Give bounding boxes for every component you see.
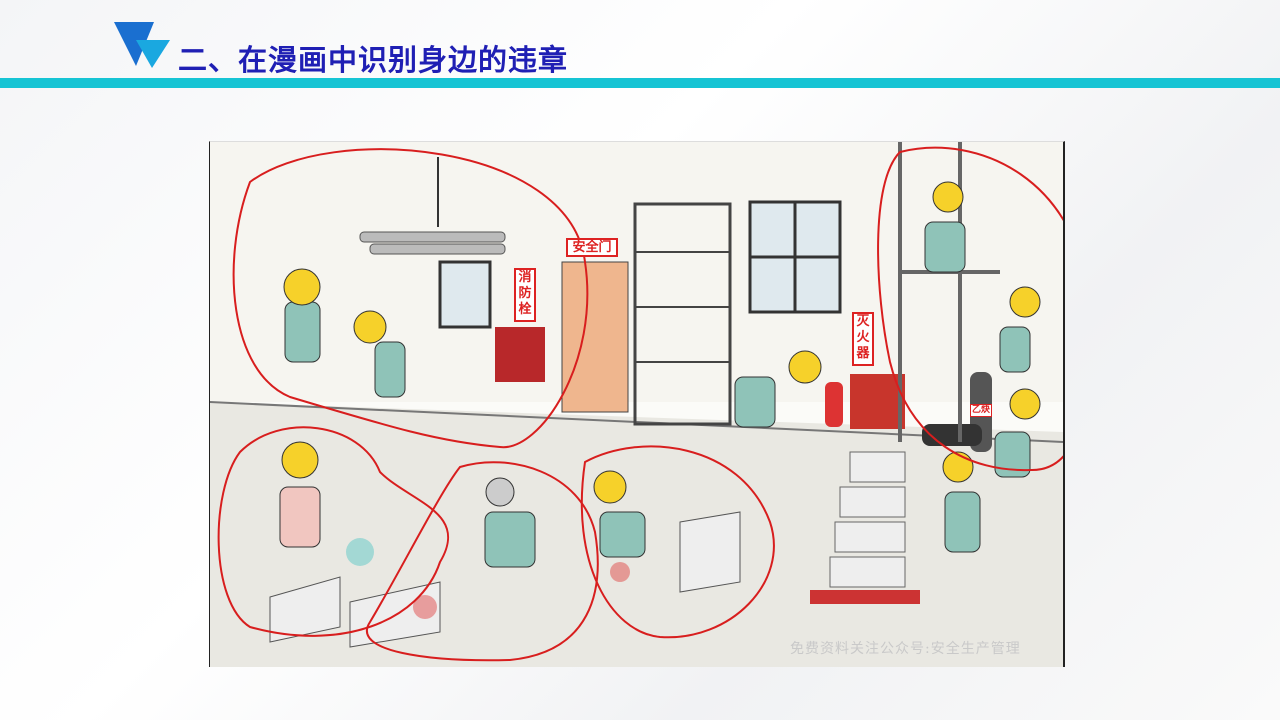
- slide-title: 二、在漫画中识别身边的违章: [178, 43, 569, 77]
- title-divider: [0, 78, 1280, 88]
- extinguisher-sign: 灭火器: [852, 312, 874, 366]
- safety-door-sign: 安全门: [566, 238, 618, 257]
- cartoon-illustration: 安全门 消防栓 灭火器 乙炔 免费资料关注公众号:安全生产管理: [209, 141, 1065, 667]
- scene-drawing: [210, 142, 1063, 667]
- acetylene-label: 乙炔: [970, 404, 992, 417]
- workers: [279, 221, 1031, 568]
- hydrant-sign: 消防栓: [514, 268, 536, 322]
- logo-icon: [114, 22, 170, 68]
- watermark: 免费资料关注公众号:安全生产管理: [790, 641, 1021, 657]
